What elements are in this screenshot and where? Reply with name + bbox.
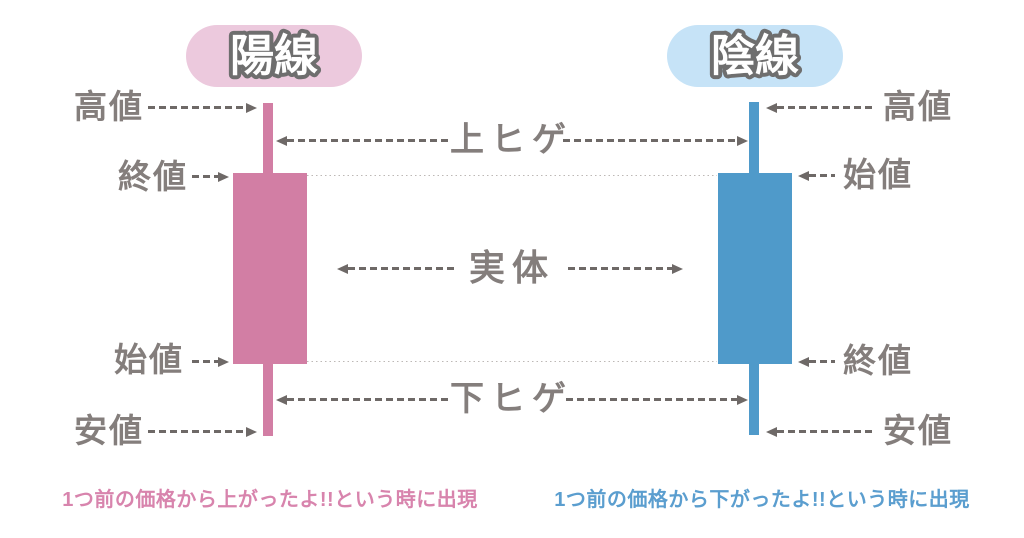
bullish-low-arrow: [148, 426, 257, 437]
arrow-left-icon: [276, 135, 287, 146]
bullish-caption: 1つ前の価格から上がったよ!!という時に出現: [62, 489, 478, 511]
bullish-badge-label: 陽線: [230, 32, 318, 81]
upper-wick-arrow-right: [563, 135, 748, 146]
arrow-left-icon: [276, 394, 287, 405]
arrow-right-icon: [246, 102, 257, 113]
bearish-high-arrow: [766, 102, 872, 113]
arrow-left-icon: [766, 102, 777, 113]
bearish-open-arrow: [798, 170, 835, 181]
lower-wick-label: 下ヒゲ: [450, 380, 573, 418]
arrow-right-icon: [246, 426, 257, 437]
open-close-top-dotted-line: [307, 175, 717, 176]
arrow-right-icon: [737, 135, 748, 146]
bearish-high-label: 高値: [883, 88, 953, 125]
bullish-open-arrow: [192, 356, 229, 367]
bullish-close-arrow: [192, 171, 229, 182]
bearish-caption: 1つ前の価格から下がったよ!!という時に出現: [554, 489, 970, 511]
bearish-badge: 陰線: [667, 25, 843, 87]
bearish-candle-body: [718, 173, 792, 364]
arrow-right-icon: [737, 394, 748, 405]
bullish-high-arrow: [148, 102, 257, 113]
lower-wick-arrow-right: [566, 394, 748, 405]
upper-wick-arrow-left: [276, 135, 452, 146]
bearish-open-label: 始値: [843, 156, 913, 193]
body-arrow-left: [337, 263, 458, 274]
bullish-high-label: 高値: [74, 88, 144, 125]
bearish-close-arrow: [798, 356, 835, 367]
arrow-right-icon: [672, 263, 683, 274]
bullish-open-label: 始値: [114, 341, 184, 378]
arrow-left-icon: [798, 356, 809, 367]
body-label: 実体: [468, 247, 555, 288]
arrow-right-icon: [218, 356, 229, 367]
arrow-right-icon: [218, 171, 229, 182]
body-arrow-right: [568, 263, 683, 274]
bearish-badge-label: 陰線: [711, 32, 799, 81]
bearish-badge-svg: 陰線: [707, 28, 803, 85]
upper-wick-label: 上ヒゲ: [450, 121, 573, 159]
arrow-left-icon: [798, 170, 809, 181]
bullish-close-label: 終値: [118, 158, 188, 195]
open-close-bottom-dotted-line: [307, 361, 717, 362]
bearish-low-arrow: [766, 426, 872, 437]
bullish-low-label: 安値: [74, 412, 144, 449]
arrow-left-icon: [337, 263, 348, 274]
bullish-badge: 陽線: [186, 25, 362, 87]
bearish-low-label: 安値: [883, 412, 953, 449]
bearish-close-label: 終値: [843, 342, 913, 379]
bullish-candle-body: [233, 173, 307, 364]
arrow-left-icon: [766, 426, 777, 437]
lower-wick-arrow-left: [276, 394, 452, 405]
bullish-badge-svg: 陽線: [226, 28, 322, 85]
